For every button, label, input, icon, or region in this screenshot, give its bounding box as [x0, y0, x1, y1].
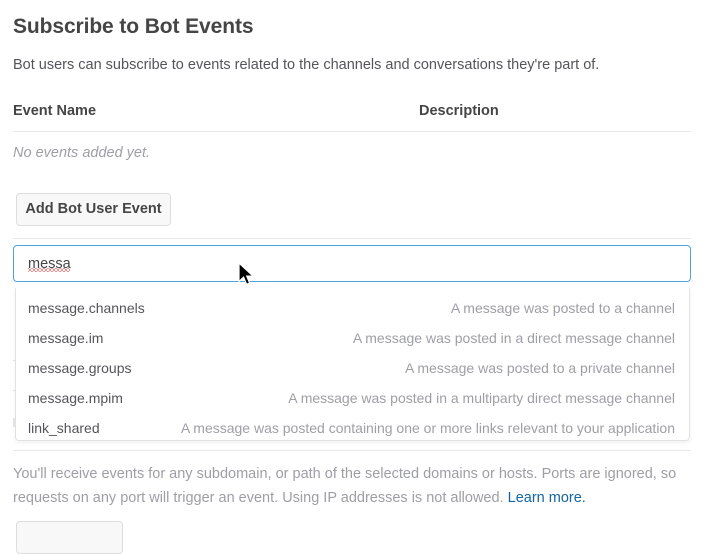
- event-suggestion-option[interactable]: link_shared A message was posted containi…: [16, 413, 689, 440]
- event-suggestion-description: A message was posted to a private channe…: [404, 360, 675, 376]
- bottom-partial-button[interactable]: [16, 521, 123, 554]
- column-header-event-name: Event Name: [13, 103, 97, 119]
- event-suggestion-description: A message was posted containing one or m…: [180, 420, 675, 436]
- page-description: Bot users can subscribe to events relate…: [13, 57, 600, 73]
- event-suggestion-option[interactable]: message.im A message was posted in a dire…: [16, 323, 689, 353]
- event-suggestion-name: message.mpim: [28, 390, 123, 406]
- page-title: Subscribe to Bot Events: [13, 15, 254, 38]
- column-header-description: Description: [419, 103, 499, 119]
- event-suggestion-description: A message was posted in a multiparty dir…: [288, 390, 675, 406]
- event-suggestion-option[interactable]: message.channels A message was posted to …: [16, 293, 689, 323]
- event-suggestion-option[interactable]: message.groups A message was posted to a …: [16, 353, 689, 383]
- footer-divider: [13, 450, 691, 451]
- events-table-empty-message: No events added yet.: [13, 145, 151, 161]
- footer-note-text: You'll receive events for any subdomain,…: [13, 466, 677, 506]
- event-suggestion-description: A message was posted in a direct message…: [352, 330, 675, 346]
- add-bot-user-event-button[interactable]: Add Bot User Event: [16, 193, 171, 226]
- table-header-divider: [13, 131, 691, 132]
- footer-note: You'll receive events for any subdomain,…: [13, 462, 685, 510]
- events-table-header: Event Name Description: [13, 103, 691, 125]
- event-suggestion-name: message.groups: [28, 360, 132, 376]
- event-suggestion-name: link_shared: [28, 420, 100, 436]
- event-suggestion-option[interactable]: message.mpim A message was posted in a mu…: [16, 383, 689, 413]
- learn-more-link[interactable]: Learn more.: [507, 490, 586, 506]
- event-search-input[interactable]: [13, 245, 691, 282]
- event-suggestion-description: A message was posted to a channel: [450, 300, 675, 316]
- background-element-fragment: [13, 418, 16, 427]
- event-suggestion-name: message.im: [28, 330, 104, 346]
- event-suggestions-dropdown[interactable]: message.channels A message was posted to …: [15, 288, 690, 441]
- bot-events-settings-page: Subscribe to Bot Events Bot users can su…: [13, 15, 691, 554]
- event-suggestion-name: message.channels: [28, 300, 145, 316]
- events-section-divider: [13, 238, 691, 239]
